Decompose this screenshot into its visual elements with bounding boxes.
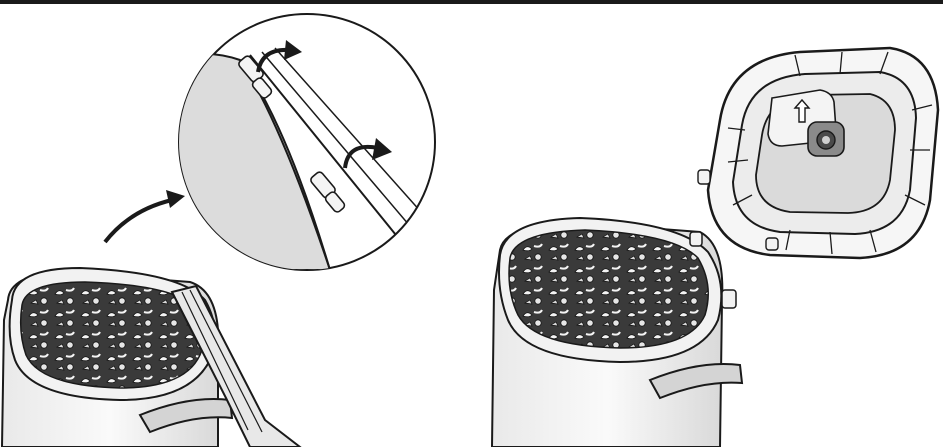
lid-hinge-pin <box>766 238 778 250</box>
lid-filter-knob <box>808 122 844 156</box>
removed-lid-panel <box>698 48 938 258</box>
lid-hinge-pin <box>698 170 710 184</box>
bin-lid-removed-panel <box>492 218 742 447</box>
hinge-bracket <box>690 232 702 246</box>
curved-arrow-icon <box>105 190 185 242</box>
hinge-detail-panel <box>175 14 435 270</box>
bin-open-lid-panel <box>2 268 300 447</box>
bin-waste-contents <box>509 230 708 348</box>
hinge-bracket <box>722 290 736 308</box>
